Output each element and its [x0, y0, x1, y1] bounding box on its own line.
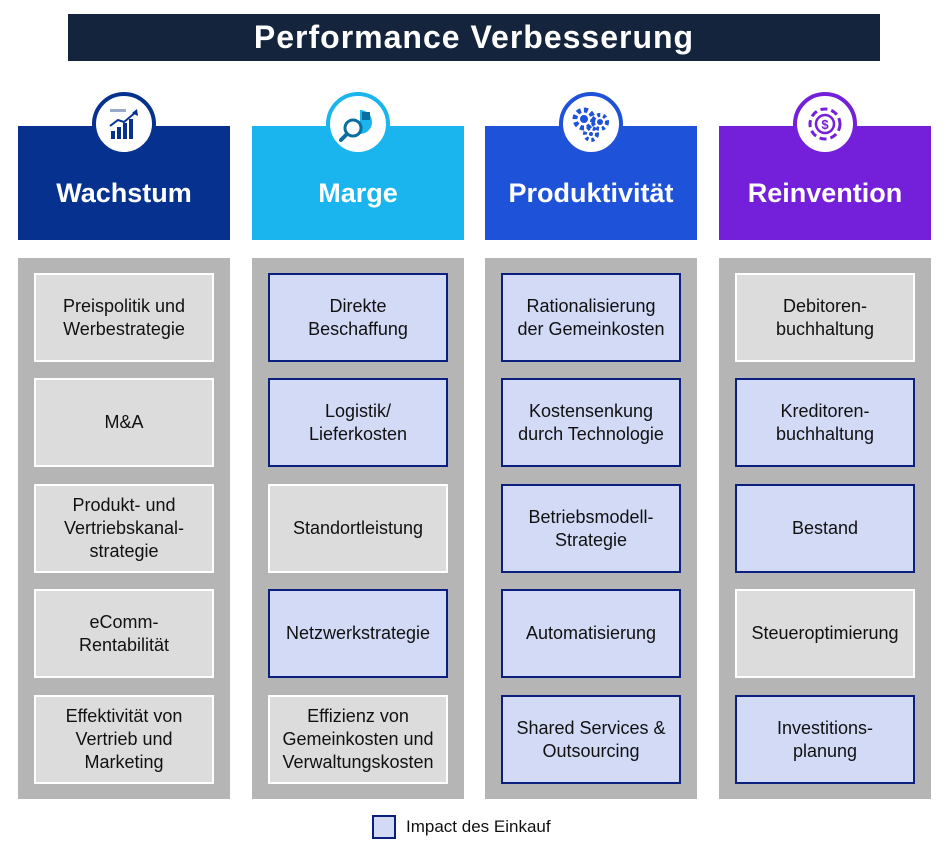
item: Effektivität von Vertrieb und Marketing	[34, 695, 214, 784]
item: Shared Services & Outsourcing	[501, 695, 681, 784]
column-body: Debitoren- buchhaltung Kreditoren- buchh…	[719, 258, 931, 799]
item: Kostensenkung durch Technologie	[501, 378, 681, 467]
item: Logistik/ Lieferkosten	[268, 378, 448, 467]
column-heading: Wachstum	[56, 177, 192, 208]
item: Kreditoren- buchhaltung	[735, 378, 915, 467]
item: Rationalisierung der Gemeinkosten	[501, 273, 681, 362]
column-heading: Produktivität	[508, 177, 674, 208]
item: eComm- Rentabilität	[34, 589, 214, 678]
legend: Impact des Einkauf	[372, 812, 551, 842]
item: Betriebsmodell- Strategie	[501, 484, 681, 573]
item: Direkte Beschaffung	[268, 273, 448, 362]
magnifier-pie-icon	[326, 92, 390, 156]
item: Standortleistung	[268, 484, 448, 573]
item: Netzwerkstrategie	[268, 589, 448, 678]
gears-icon	[559, 92, 623, 156]
growth-chart-icon	[92, 92, 156, 156]
legend-label: Impact des Einkauf	[406, 817, 551, 836]
legend-swatch	[372, 815, 396, 839]
item: Bestand	[735, 484, 915, 573]
column-body: Preispolitik und Werbestrategie M&A Prod…	[18, 258, 230, 799]
column-heading: Marge	[318, 177, 398, 208]
item: Investitions- planung	[735, 695, 915, 784]
item: Preispolitik und Werbestrategie	[34, 273, 214, 362]
column-body: Rationalisierung der Gemeinkosten Kosten…	[485, 258, 697, 799]
item: Effizienz von Gemeinkosten und Verwaltun…	[268, 695, 448, 784]
svg-text:$: $	[821, 117, 829, 132]
item: Produkt- und Vertriebskanal- strategie	[34, 484, 214, 573]
column-heading: Reinvention	[747, 177, 903, 208]
dollar-cycle-icon: $	[793, 92, 857, 156]
item: Steueroptimierung	[735, 589, 915, 678]
item: Debitoren- buchhaltung	[735, 273, 915, 362]
diagram-title: Performance Verbesserung	[68, 14, 880, 61]
item: Automatisierung	[501, 589, 681, 678]
item: M&A	[34, 378, 214, 467]
column-body: Direkte Beschaffung Logistik/ Lieferkost…	[252, 258, 464, 799]
